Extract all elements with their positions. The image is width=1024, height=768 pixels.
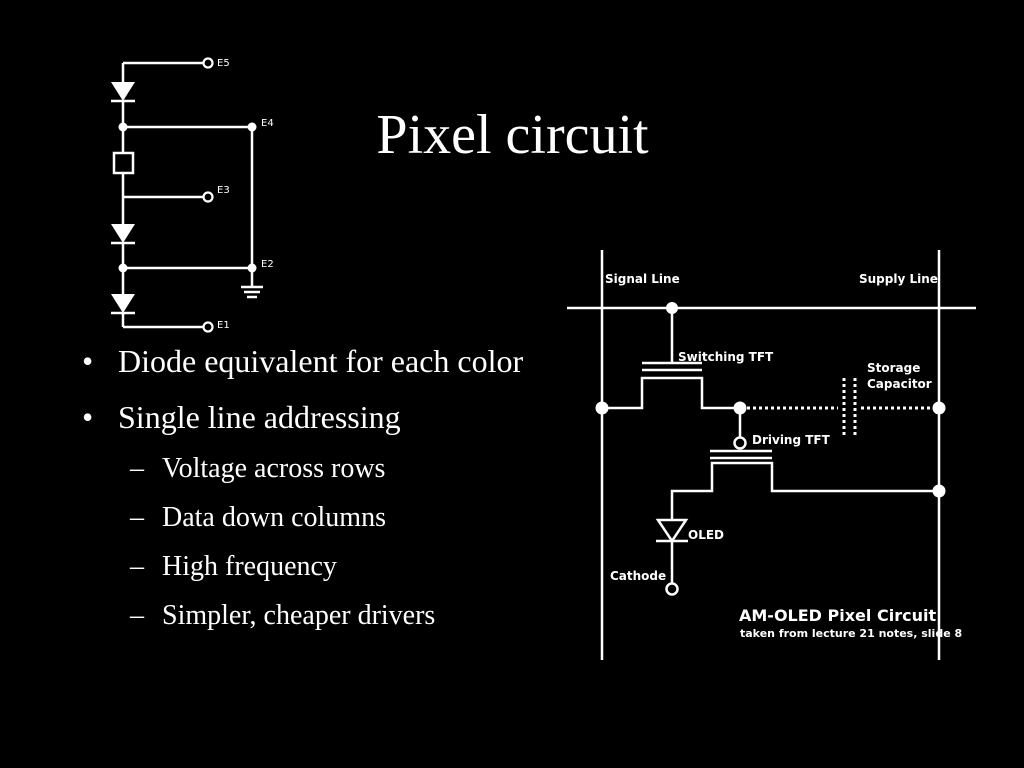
sub-bullet-marker: –	[130, 453, 144, 484]
cathode-label: Cathode	[610, 569, 666, 583]
diode-2-icon	[111, 224, 135, 243]
switching-tft-label: Switching TFT	[678, 350, 774, 364]
diode-3-icon	[111, 294, 135, 313]
list-item: – Simpler, cheaper drivers	[76, 597, 546, 635]
bullet-text: Diode equivalent for each color	[118, 343, 524, 379]
storage-label: Storage	[867, 361, 920, 375]
list-item: – High frequency	[76, 548, 546, 586]
label-e3: E3	[217, 185, 230, 196]
label-e4: E4	[261, 118, 274, 129]
sub-bullet-marker: –	[130, 502, 144, 533]
caption-subtitle: taken from lecture 21 notes, slide 8	[740, 627, 962, 640]
driving-tft-label: Driving TFT	[752, 433, 831, 447]
terminal-e5-icon	[202, 57, 214, 69]
label-e2: E2	[261, 259, 274, 270]
terminal-e1-icon	[202, 321, 214, 333]
oled-label: OLED	[688, 528, 724, 542]
oled-diode-icon	[655, 518, 689, 544]
sub-bullet-text: Voltage across rows	[162, 453, 386, 484]
list-item: • Diode equivalent for each color	[76, 338, 546, 384]
bullet-marker: •	[82, 343, 94, 379]
label-e1: E1	[217, 320, 230, 331]
diode-1-icon	[111, 82, 135, 101]
sub-bullet-text: Simpler, cheaper drivers	[162, 600, 436, 631]
driving-tft-gate-icon	[733, 436, 747, 450]
bullet-list: • Diode equivalent for each color • Sing…	[76, 338, 546, 646]
list-item: – Voltage across rows	[76, 450, 546, 488]
diode-chain-diagram: E5 E4 E3 E2 E1	[111, 57, 274, 333]
list-item: • Single line addressing	[76, 394, 546, 440]
list-item: – Data down columns	[76, 499, 546, 537]
bullet-text: Single line addressing	[118, 399, 401, 435]
capacitor-label: Capacitor	[867, 377, 932, 391]
sub-bullet-marker: –	[130, 551, 144, 582]
supply-line-label: Supply Line	[859, 272, 938, 286]
cathode-terminal-icon	[665, 582, 679, 596]
page-title: Pixel circuit	[376, 104, 649, 166]
terminal-e3-icon	[202, 191, 214, 203]
bullet-marker: •	[82, 399, 94, 435]
label-e5: E5	[217, 58, 230, 69]
caption-title: AM-OLED Pixel Circuit	[739, 606, 936, 625]
sub-bullet-marker: –	[130, 600, 144, 631]
sub-bullet-text: Data down columns	[162, 502, 386, 533]
signal-line-label: Signal Line	[605, 272, 680, 286]
sub-bullet-text: High frequency	[162, 551, 337, 582]
